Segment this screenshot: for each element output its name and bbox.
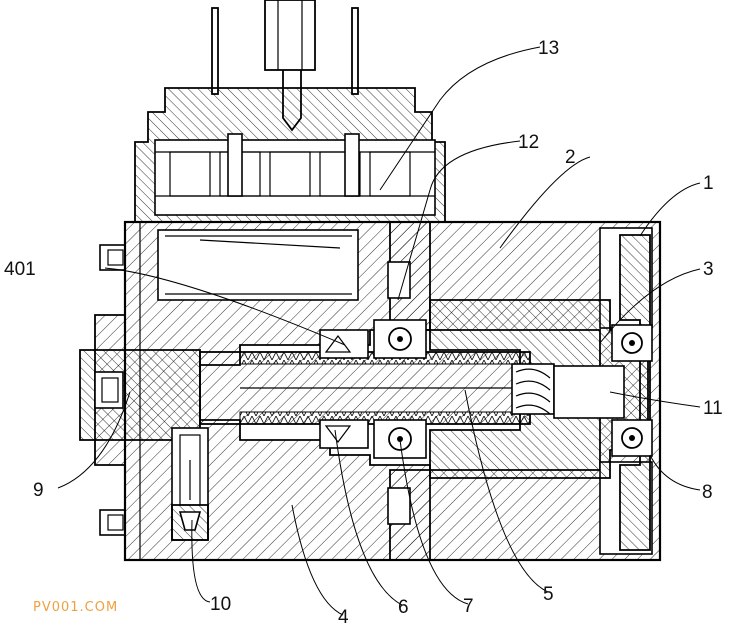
plug [553, 365, 625, 419]
label-10: 10 [210, 594, 231, 615]
label-12: 12 [518, 132, 539, 153]
leader-lines [57, 46, 701, 616]
label-5: 5 [543, 584, 554, 605]
bearings [373, 319, 653, 459]
label-13: 13 [538, 38, 559, 59]
label-4: 4 [338, 607, 349, 628]
connector-housing [134, 87, 446, 223]
nut [319, 329, 369, 449]
label-6: 6 [398, 597, 409, 618]
label-3: 3 [703, 259, 714, 280]
label-9: 9 [33, 480, 44, 501]
label-401: 401 [4, 259, 36, 280]
label-11: 11 [703, 398, 723, 419]
label-2: 2 [565, 147, 576, 168]
label-7: 7 [463, 596, 474, 617]
end-cap [79, 349, 201, 441]
label-8: 8 [702, 482, 713, 503]
watermark: PV001.COM [33, 600, 118, 615]
label-1: 1 [703, 173, 714, 194]
set-screw [171, 427, 209, 541]
lead-screw [199, 351, 531, 425]
spring [511, 363, 555, 415]
